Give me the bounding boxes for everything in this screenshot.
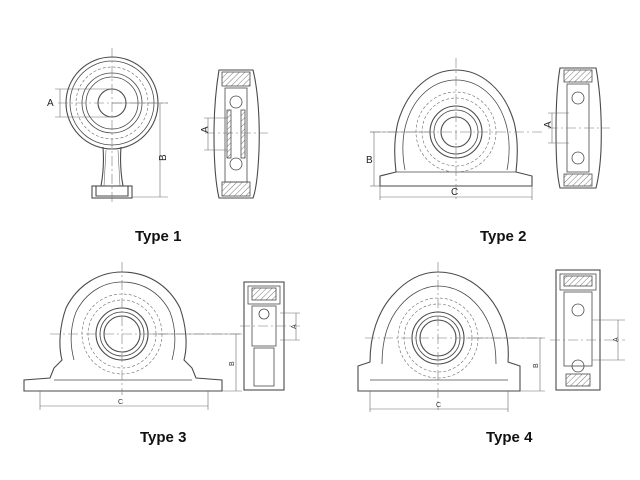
type-3-title: Type 3 — [140, 429, 186, 446]
type-2-title: Type 2 — [480, 228, 526, 245]
type-4-title: Type 4 — [486, 429, 533, 446]
type-4-dim-b: B — [533, 363, 540, 368]
type-2-side-dim-a: A — [543, 121, 554, 128]
type-4-front-view — [357, 262, 545, 412]
type-4-side-view — [550, 269, 625, 391]
type-1-title: Type 1 — [135, 228, 181, 245]
type-1-side-dim-a: A — [200, 126, 211, 133]
type-3-side-dim-a: A — [291, 324, 298, 329]
type-2-dim-c: C — [451, 187, 458, 198]
type-1-dim-a: A — [47, 98, 54, 109]
type-1-dim-b: B — [158, 154, 169, 161]
type-3-dim-c: C — [118, 399, 123, 406]
type-3-side-view — [240, 281, 300, 391]
type-1-side-view — [204, 69, 268, 199]
type-3-front-view — [23, 262, 242, 410]
type-2-front-view — [370, 58, 545, 200]
type-3-dim-b: B — [229, 361, 236, 366]
type-4-side-dim-a: A — [613, 337, 620, 342]
type-2-side-view — [548, 67, 610, 189]
type-4-dim-c: C — [436, 402, 441, 409]
type-2-dim-b: B — [366, 155, 373, 166]
type-1-front-view — [55, 48, 168, 205]
